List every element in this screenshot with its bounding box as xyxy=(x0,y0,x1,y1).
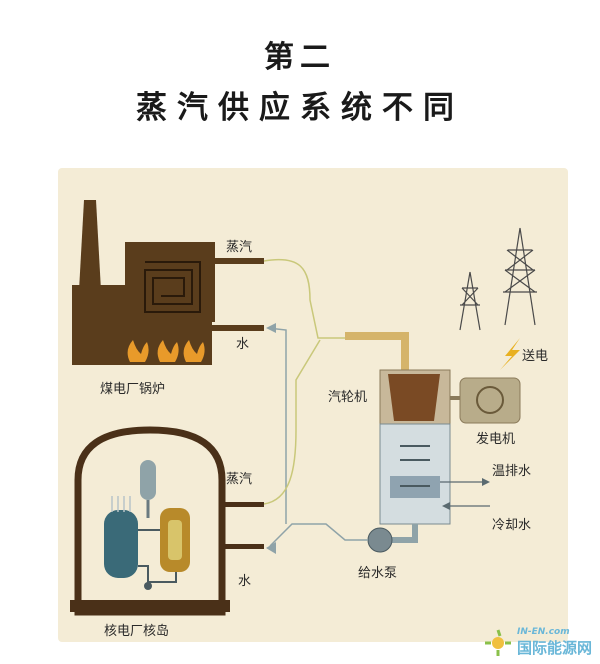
nuclear-island-label: 核电厂核岛 xyxy=(104,624,170,639)
primary-pump xyxy=(144,582,152,590)
boiler-coils xyxy=(144,261,201,313)
condenser-body xyxy=(379,423,451,525)
title-line-2: 蒸汽供应系统不同 xyxy=(136,90,464,126)
coal-boiler-label: 煤电厂锅炉 xyxy=(100,382,166,397)
nuclear-water-label: 水 xyxy=(238,574,252,589)
generator-body xyxy=(459,377,521,424)
cooling-water-label: 冷却水 xyxy=(492,518,532,533)
feed-pump xyxy=(367,527,393,553)
title-line-1: 第二 xyxy=(264,40,336,75)
warm-discharge-arrow xyxy=(482,478,490,486)
condenser-drain xyxy=(392,524,418,543)
power-pylons xyxy=(459,227,537,331)
boiler-flames xyxy=(127,340,205,362)
coal-steam-label: 蒸汽 xyxy=(226,240,253,255)
steam-generator-core xyxy=(168,520,182,560)
lightning-icon xyxy=(500,338,520,370)
feed-line xyxy=(269,523,368,547)
turbine-rotor xyxy=(388,374,440,421)
turbine-inlet-pipe xyxy=(345,332,409,372)
coal-water-pipe xyxy=(212,325,264,331)
containment-base xyxy=(70,600,230,612)
condenser-tubes xyxy=(400,445,430,487)
coal-boiler-tower xyxy=(125,242,215,322)
control-rods xyxy=(111,496,131,512)
coal-steam-pipe xyxy=(212,258,264,264)
warm-discharge-label: 温排水 xyxy=(492,464,532,479)
reactor-vessel xyxy=(104,510,138,578)
power-out-label: 送电 xyxy=(522,349,549,364)
watermark-domain: IN-EN.com xyxy=(516,627,570,637)
watermark: IN-EN.com 国际能源网 xyxy=(483,627,592,658)
nuclear-steam-label: 蒸汽 xyxy=(226,472,253,487)
watermark-name: 国际能源网 xyxy=(516,639,592,657)
generator-coil xyxy=(476,386,504,414)
generator-label: 发电机 xyxy=(476,432,516,447)
coal-steam-line xyxy=(263,258,345,339)
containment-dome xyxy=(74,426,226,616)
feed-pump-label: 给水泵 xyxy=(358,566,398,581)
nuclear-steam-line xyxy=(263,339,321,505)
watermark-logo-icon xyxy=(484,629,511,656)
coal-water-line xyxy=(267,327,287,524)
turbine-label: 汽轮机 xyxy=(328,390,368,405)
nuclear-steam-pipe xyxy=(222,502,264,507)
cooling-water-arrow xyxy=(442,502,450,510)
coal-water-arrow xyxy=(266,323,276,333)
nuclear-water-arrow xyxy=(266,542,276,554)
coal-water-label: 水 xyxy=(236,337,250,352)
nuclear-water-pipe xyxy=(222,544,264,549)
pressurizer xyxy=(140,460,156,500)
